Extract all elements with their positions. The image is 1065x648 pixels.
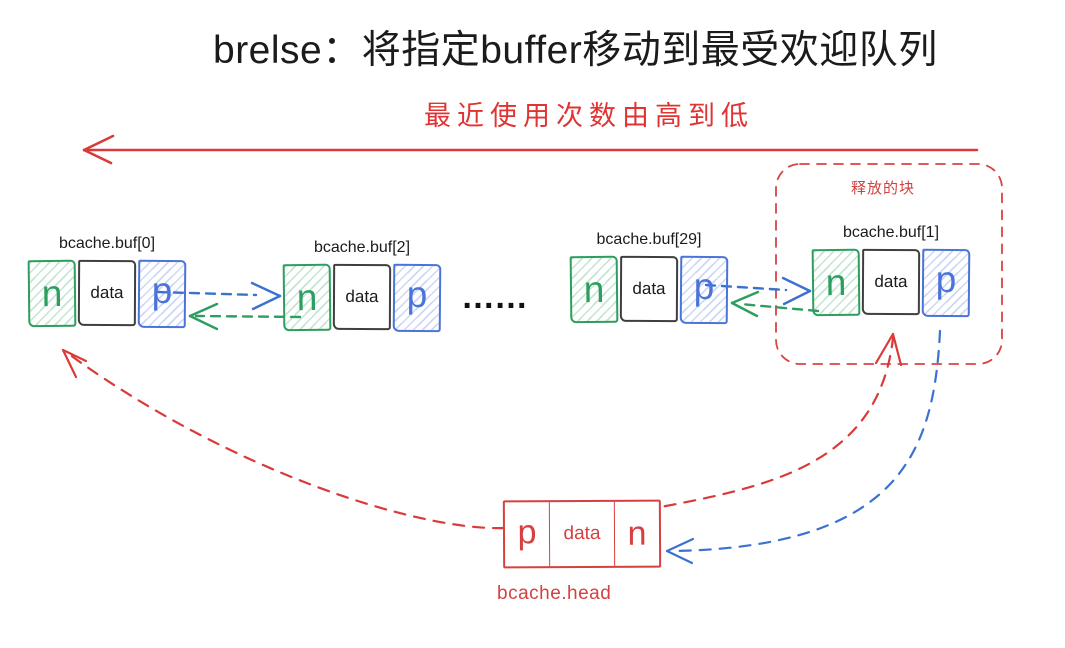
node-buf1-data-cell: data [861,248,921,316]
node-buf2-data-cell: data [332,263,392,331]
head-data-cell: data [548,501,616,567]
node-buf29-data-cell: data [619,255,679,323]
node-buf29-prev-cell: p [679,255,729,325]
node-buf2: bcache.buf[2] n data p [282,239,442,333]
node-buf2-prev-cell: p [392,263,442,333]
node-buf0-label: bcache.buf[0] [58,235,156,252]
node-buf29: bcache.buf[29] n data p [569,231,729,325]
node-buf1-next-cell: n [811,248,861,317]
node-buf1-prev-cell: p [921,248,971,318]
released-block-label: 释放的块 [851,180,916,197]
node-buf0-next-cell: n [27,259,77,328]
head-prev-pointer-to-buf0 [61,348,506,530]
page-title: brelse：将指定buffer移动到最受欢迎队列 [213,29,938,72]
node-buf2-next-cell: n [282,263,332,332]
node-head-label: bcache.head [497,583,612,604]
buf1-prev-pointer-to-head [665,329,942,565]
ellipsis: …… [461,278,528,316]
node-buf1: bcache.buf[1] n data p [811,224,971,318]
node-buf0-prev-cell: p [137,259,187,329]
node-head: p data n [502,499,662,569]
node-buf29-next-cell: n [569,255,619,324]
head-next-cell: n [627,514,647,553]
node-buf2-label: bcache.buf[2] [313,239,411,256]
head-next-pointer-to-buf1 [643,332,903,512]
node-buf29-label: bcache.buf[29] [596,231,702,248]
node-buf0-data-cell: data [77,259,137,327]
mru-direction-arrow [82,134,979,165]
head-prev-cell: p [517,512,537,551]
node-buf1-label: bcache.buf[1] [842,224,940,241]
mru-banner-label: 最近使用次数由高到低 [424,101,754,131]
prev-pointer-buf1-to-buf29 [730,290,820,318]
node-buf0: bcache.buf[0] n data p [27,235,187,329]
